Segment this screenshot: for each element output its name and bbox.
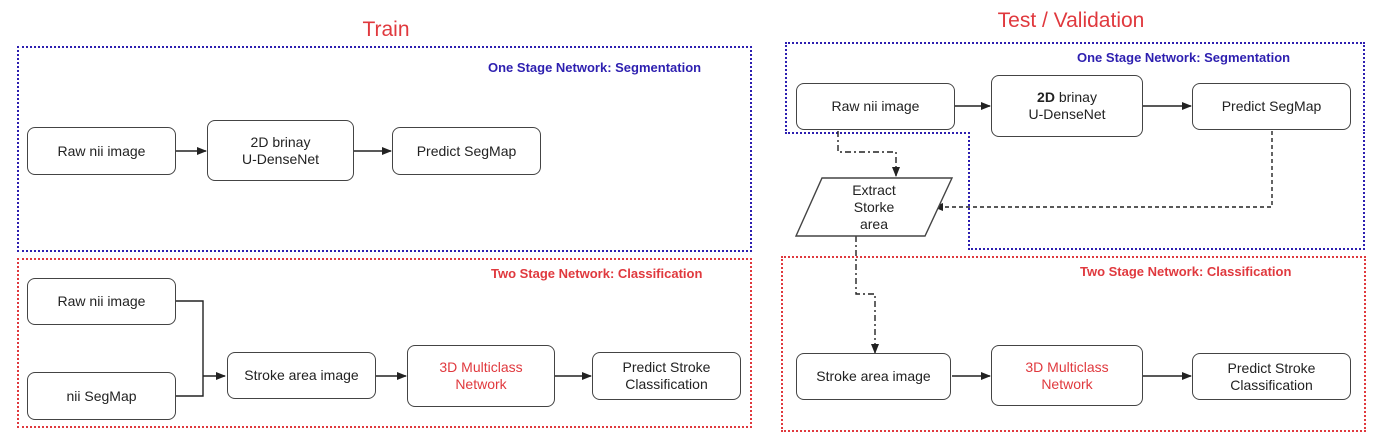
train-nii-segmap-box: nii SegMap bbox=[27, 372, 176, 420]
train-classification-panel bbox=[17, 258, 752, 428]
train-predict-stroke-line1: Predict Stroke bbox=[622, 359, 711, 375]
test-unet-bold: 2D bbox=[1037, 89, 1055, 105]
test-stroke-area-box: Stroke area image bbox=[796, 353, 951, 400]
train-predict-stroke-box: Predict Stroke Classification bbox=[592, 352, 741, 400]
train-title: Train bbox=[362, 18, 410, 41]
test-segmentation-panel-top bbox=[785, 42, 1365, 134]
test-predict-stroke-line2: Classification bbox=[1230, 376, 1313, 393]
train-multiclass-line2: Network bbox=[455, 376, 507, 392]
train-nii-segmap-label: nii SegMap bbox=[66, 387, 137, 404]
train-multiclass-box: 3D Multiclass Network bbox=[407, 345, 555, 407]
train-raw-nii-label-2: Raw nii image bbox=[57, 293, 146, 309]
train-segmentation-label: One Stage Network: Segmentation bbox=[488, 60, 702, 75]
arrow-test-extract-to-stroke bbox=[855, 236, 879, 354]
train-multiclass-line1: 3D Multiclass bbox=[439, 359, 523, 375]
test-unet-line1-rest: brinay bbox=[1054, 89, 1097, 105]
train-predict-segmap-box: Predict SegMap bbox=[392, 127, 541, 175]
train-stroke-area-label: Stroke area image bbox=[244, 367, 359, 383]
test-extract-text: Extract Storke area bbox=[822, 182, 926, 233]
test-predict-stroke-line1: Predict Stroke bbox=[1227, 359, 1316, 376]
train-classification-label: Two Stage Network: Classification bbox=[491, 266, 703, 281]
train-predict-stroke-line2: Classification bbox=[625, 376, 708, 392]
test-extract-line2: Storke bbox=[853, 199, 895, 215]
arrow-test-raw-to-extract bbox=[837, 131, 900, 177]
test-classification-panel bbox=[781, 256, 1366, 432]
test-extract-line1: Extract bbox=[852, 182, 896, 198]
test-multiclass-box: 3D Multiclass Network bbox=[991, 345, 1143, 406]
test-predict-stroke-box: Predict Stroke Classification bbox=[1192, 353, 1351, 400]
train-unet-line1: 2D brinay bbox=[250, 133, 311, 150]
train-segmentation-panel bbox=[17, 46, 752, 252]
train-unet-box: 2D brinay U-DenseNet bbox=[207, 120, 354, 181]
test-unet-line2: U-DenseNet bbox=[1028, 106, 1106, 122]
test-unet-box: 2D brinay U-DenseNet bbox=[991, 75, 1143, 137]
test-classification-label: Two Stage Network: Classification bbox=[1080, 264, 1292, 279]
extract-stroke-area-shape bbox=[794, 177, 954, 237]
train-raw-nii-box-2: Raw nii image bbox=[27, 278, 176, 325]
test-raw-nii-label: Raw nii image bbox=[831, 98, 920, 114]
test-multiclass-line2: Network bbox=[1041, 375, 1093, 392]
train-raw-nii-label: Raw nii image bbox=[57, 142, 146, 159]
test-stroke-area-label: Stroke area image bbox=[816, 368, 931, 384]
test-multiclass-line1: 3D Multiclass bbox=[1025, 358, 1109, 375]
test-predict-segmap-box: Predict SegMap bbox=[1192, 83, 1351, 130]
arrow-train-merge-inputs bbox=[176, 300, 204, 397]
test-segmentation-panel-bottom bbox=[968, 132, 1365, 250]
train-unet-line2: U-DenseNet bbox=[241, 150, 320, 167]
train-predict-segmap-label: Predict SegMap bbox=[416, 142, 517, 159]
test-segmentation-panel-step bbox=[785, 132, 970, 134]
test-extract-line3: area bbox=[859, 216, 889, 232]
train-raw-nii-box: Raw nii image bbox=[27, 127, 176, 175]
arrow-test-predict-to-extract bbox=[933, 131, 1273, 211]
test-raw-nii-box: Raw nii image bbox=[796, 83, 955, 130]
train-stroke-area-box: Stroke area image bbox=[227, 352, 376, 399]
test-title: Test / Validation bbox=[997, 9, 1145, 32]
test-predict-segmap-label: Predict SegMap bbox=[1221, 98, 1322, 114]
test-segmentation-label: One Stage Network: Segmentation bbox=[1077, 50, 1291, 65]
